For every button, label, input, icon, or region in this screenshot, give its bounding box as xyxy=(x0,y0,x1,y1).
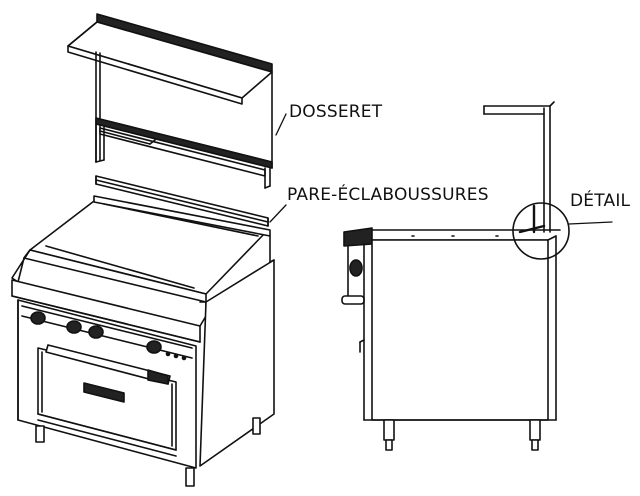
splash-guard-label: PARE-ÉCLABOUSSURES xyxy=(287,185,489,205)
splash-guard xyxy=(95,175,287,227)
backsplash-label: DOSSERET xyxy=(289,102,383,122)
detail-label: DÉTAIL xyxy=(570,191,631,211)
backsplash-shelf xyxy=(67,13,287,189)
range-perspective xyxy=(11,195,275,487)
range-side-view xyxy=(341,101,613,451)
